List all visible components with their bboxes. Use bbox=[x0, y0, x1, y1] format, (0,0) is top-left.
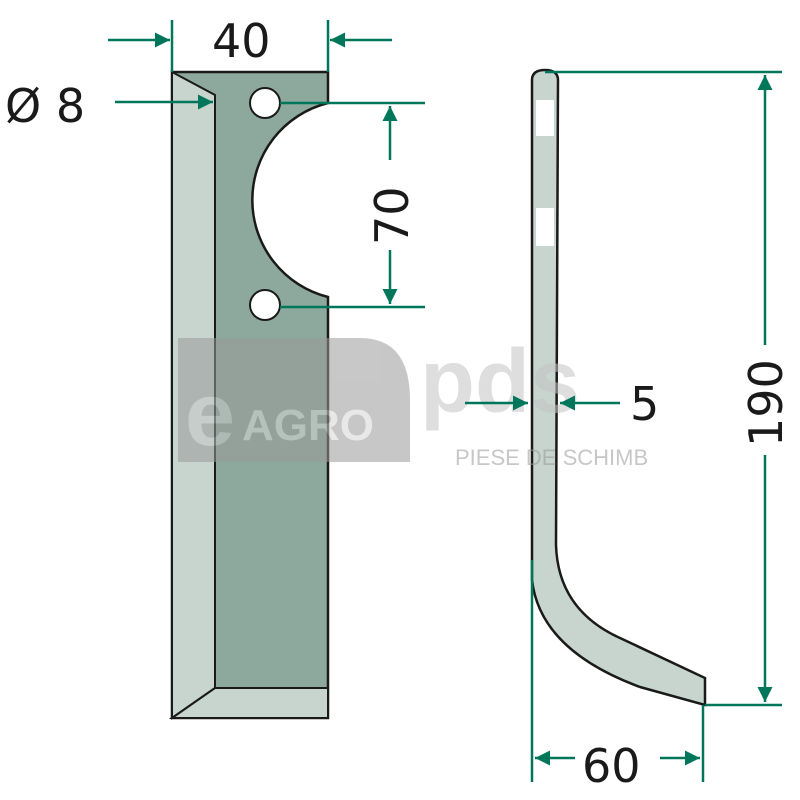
dim-width-label: 40 bbox=[212, 14, 271, 68]
watermark-pds: pds bbox=[420, 332, 580, 432]
watermark-e: e bbox=[185, 365, 235, 465]
dim-thickness-label: 5 bbox=[630, 377, 659, 431]
bolt-hole-top bbox=[249, 87, 281, 119]
blade-side-view bbox=[530, 68, 707, 707]
dimension-lines bbox=[108, 20, 782, 782]
watermark-logo: e AGRO pds PIESE DE SCHIMB bbox=[178, 332, 648, 470]
watermark-tagline: PIESE DE SCHIMB bbox=[455, 445, 648, 470]
dim-offset-label: 60 bbox=[582, 739, 641, 793]
watermark-agro: AGRO bbox=[242, 401, 374, 450]
bolt-hole-bottom bbox=[249, 289, 281, 321]
dim-hole-spacing-label: 70 bbox=[365, 186, 419, 245]
dim-hole-diameter-label: Ø 8 bbox=[5, 79, 85, 133]
dim-height-label: 190 bbox=[739, 359, 793, 447]
